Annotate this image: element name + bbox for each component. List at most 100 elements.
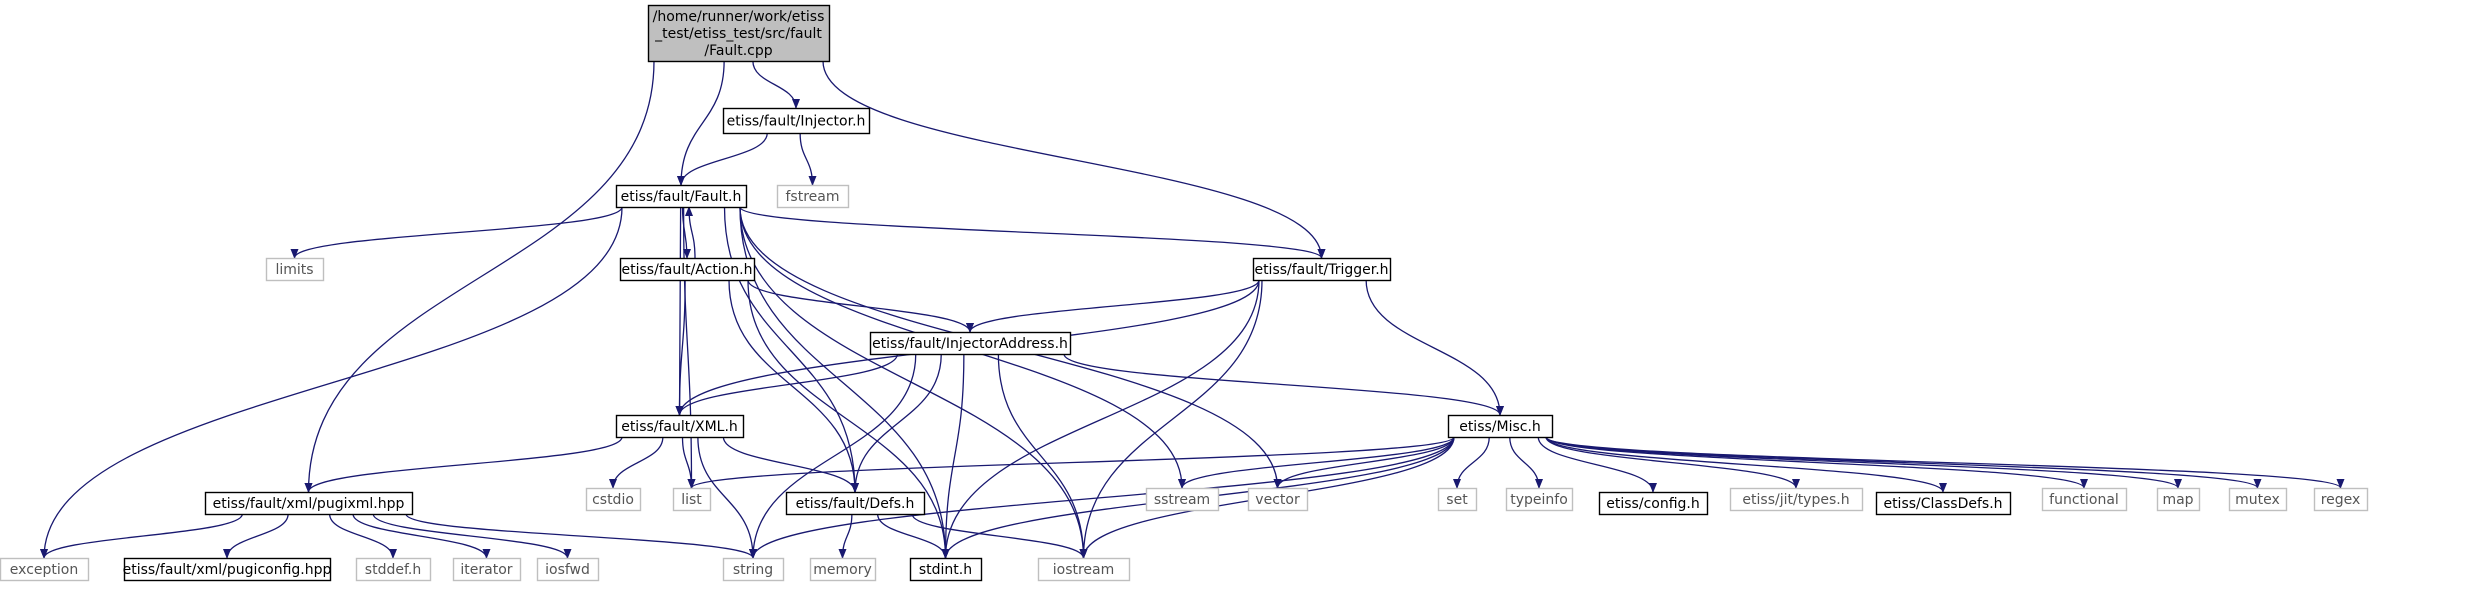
node-fault-h[interactable]: etiss/fault/Fault.h (615, 184, 748, 209)
edge-fault_h-to-list (682, 206, 696, 489)
node-label: stdint.h (919, 562, 972, 578)
node-xml-h[interactable]: etiss/fault/XML.h (615, 414, 745, 439)
node-label: iterator (460, 562, 512, 578)
edge-injaddr_h-to-iostream (997, 353, 1088, 559)
node-string: string (722, 557, 785, 582)
edge-fault_h-to-action_h (681, 206, 691, 259)
edge-misc_h-to-jittypes_h (1545, 436, 1800, 489)
node-box (672, 487, 712, 512)
node-box (536, 557, 600, 582)
node-box (615, 414, 745, 439)
node-layer: /home/runner/work/etiss_test/etiss_test/… (0, 4, 2369, 582)
edge-defs_h-to-iostream (911, 513, 1088, 559)
edge-fault_h-to-xml_h (675, 206, 684, 416)
node-label: stddef.h (365, 562, 421, 578)
node-label: mutex (2235, 492, 2280, 508)
node-label: iostream (1053, 562, 1115, 578)
edge-misc_h-to-functional (1545, 436, 2088, 489)
node-label: etiss/config.h (1606, 496, 1699, 512)
node-exception: exception (0, 557, 90, 582)
node-box (809, 557, 877, 582)
node-label: memory (813, 562, 872, 578)
node-classdefs-h[interactable]: etiss/ClassDefs.h (1875, 491, 2012, 516)
node-box (1729, 487, 1864, 512)
node-label: functional (2049, 492, 2119, 508)
edge-fault_h-to-defs_h (723, 206, 859, 493)
node-action-h[interactable]: etiss/fault/Action.h (619, 257, 756, 282)
node-label: etiss/fault/XML.h (621, 419, 738, 435)
edge-pugixml_hpp-to-exception (40, 513, 244, 559)
node-label: regex (2321, 492, 2361, 508)
node-fstream: fstream (776, 184, 850, 209)
node-label: etiss/fault/xml/pugixml.hpp (213, 496, 405, 512)
node-box (123, 557, 332, 582)
node-iterator: iterator (452, 557, 522, 582)
node-box (869, 331, 1072, 356)
edge-misc_h-to-list (687, 436, 1455, 489)
edge-pugixml_hpp-to-iosfwd (372, 513, 572, 559)
edge-fault_cpp-to-fault_h (677, 60, 725, 186)
edge-misc_h-to-string (749, 436, 1455, 559)
node-box (615, 184, 748, 209)
edge-fault_h-to-limits (290, 206, 623, 259)
edge-injaddr_h-to-defs_h (851, 353, 942, 493)
node-trigger-h[interactable]: etiss/fault/Trigger.h (1252, 257, 1392, 282)
node-box (2156, 487, 2201, 512)
node-typeinfo: typeinfo (1505, 487, 1574, 512)
node-label: cstdio (592, 492, 634, 508)
node-label: list (681, 492, 702, 508)
node-box (355, 557, 432, 582)
node-mutex: mutex (2228, 487, 2288, 512)
node-box (2313, 487, 2369, 512)
node-cstdio: cstdio (585, 487, 642, 512)
node-box (647, 4, 831, 63)
node-box (1037, 557, 1131, 582)
edge-injaddr_h-to-xml_h (675, 353, 899, 416)
edge-injector_h-to-fstream (799, 132, 817, 186)
node-label: etiss/fault/InjectorAddress.h (872, 336, 1068, 352)
node-config-h[interactable]: etiss/config.h (1598, 491, 1709, 516)
node-stddef-h: stddef.h (355, 557, 432, 582)
node-label: sstream (1154, 492, 1210, 508)
node-stdint-h[interactable]: stdint.h (909, 557, 983, 582)
node-fault-cpp[interactable]: /home/runner/work/etiss_test/etiss_test/… (647, 4, 831, 63)
node-regex: regex (2313, 487, 2369, 512)
edge-injaddr_h-to-stdint_h (941, 353, 965, 559)
node-label: _test/etiss_test/src/fault (654, 26, 822, 42)
node-box (1247, 487, 1309, 512)
edge-fault_h-to-iostream (739, 206, 1088, 559)
node-misc-h[interactable]: etiss/Misc.h (1447, 414, 1554, 439)
node-iostream: iostream (1037, 557, 1131, 582)
node-pugixml-hpp[interactable]: etiss/fault/xml/pugixml.hpp (204, 491, 414, 516)
node-box (1437, 487, 1478, 512)
node-box (585, 487, 642, 512)
edge-fault_h-to-exception (40, 206, 623, 559)
node-box (265, 257, 325, 282)
edge-defs_h-to-memory (838, 513, 853, 559)
edge-trigger_h-to-injaddr_h (966, 279, 1260, 333)
node-box (909, 557, 983, 582)
edge-xml_h-to-list (681, 436, 696, 489)
edge-misc_h-to-set (1453, 436, 1490, 489)
edge-trigger_h-to-stdint_h (941, 279, 1260, 559)
node-label: etiss/ClassDefs.h (1883, 496, 2002, 512)
edge-pugixml_hpp-to-pugiconfig_hpp (223, 513, 289, 559)
node-label: etiss/Misc.h (1459, 419, 1541, 435)
edge-trigger_h-to-misc_h (1365, 279, 1504, 416)
node-label: vector (1255, 492, 1300, 508)
edge-xml_h-to-string (697, 436, 757, 559)
edge-fault_cpp-to-pugixml_hpp (304, 60, 655, 493)
node-box (1598, 491, 1709, 516)
node-defs-h[interactable]: etiss/fault/Defs.h (785, 491, 926, 516)
node-injaddr-h[interactable]: etiss/fault/InjectorAddress.h (869, 331, 1072, 356)
edge-layer (40, 60, 2345, 559)
node-label: etiss/fault/Action.h (622, 262, 753, 278)
edge-misc_h-to-map (1545, 436, 2182, 489)
node-pugiconfig-hpp[interactable]: etiss/fault/xml/pugiconfig.hpp (123, 557, 332, 582)
node-injector-h[interactable]: etiss/fault/Injector.h (722, 107, 871, 135)
node-box (1145, 487, 1220, 512)
edge-action_h-to-xml_h (675, 279, 686, 416)
node-functional: functional (2041, 487, 2128, 512)
node-map: map (2156, 487, 2201, 512)
node-box (2041, 487, 2128, 512)
